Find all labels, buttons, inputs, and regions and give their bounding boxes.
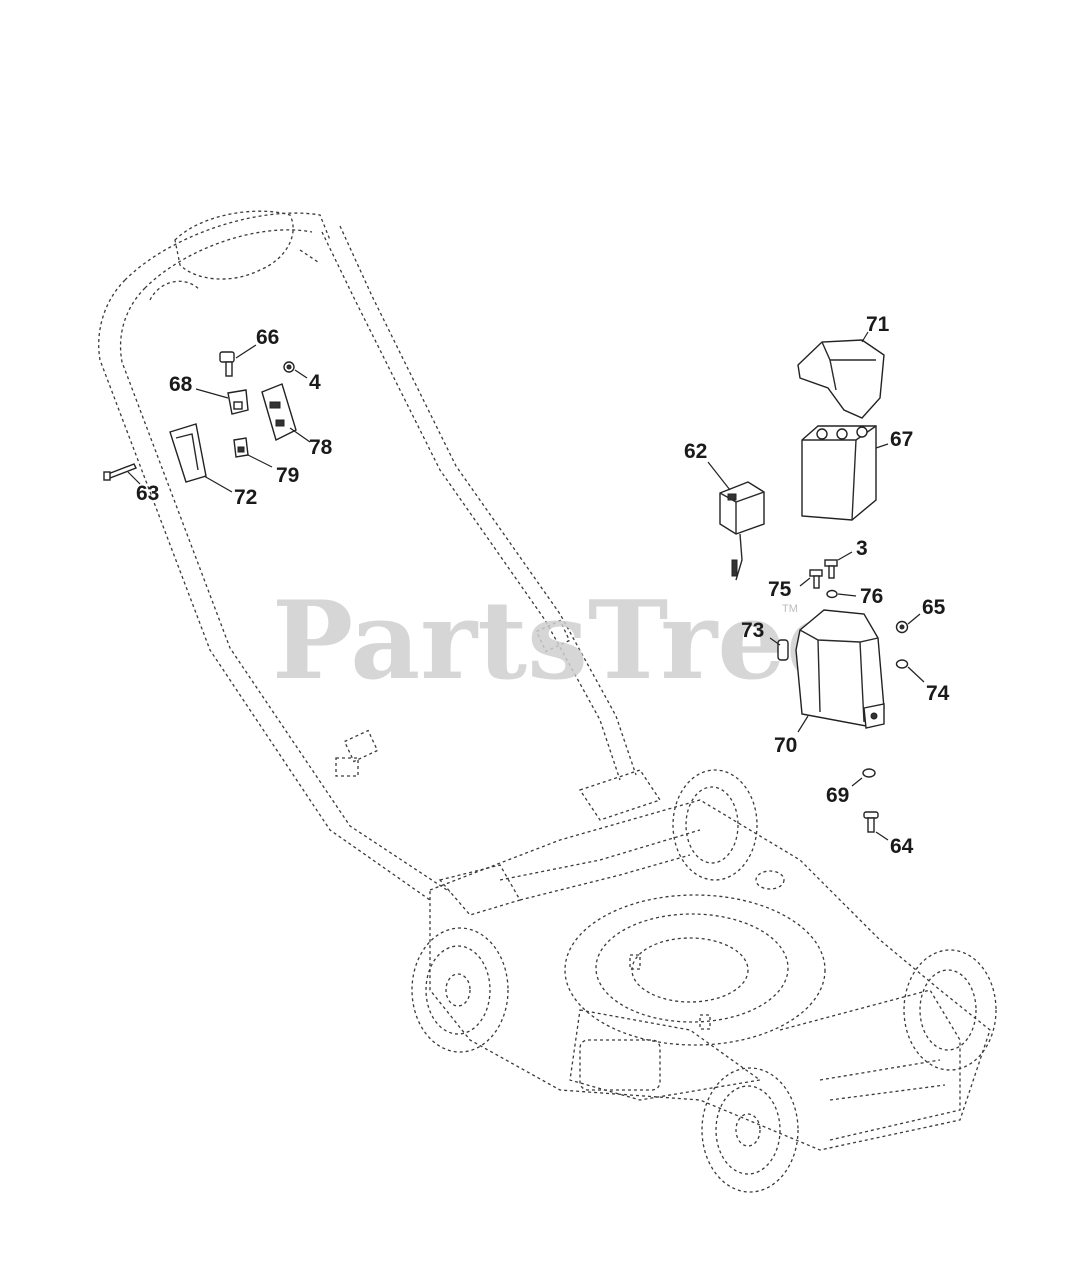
wheel-rear-left — [411, 927, 509, 1053]
callout-63: 63 — [136, 482, 159, 505]
watermark: PartsTree TM — [272, 578, 855, 704]
part-71-battery-cover — [797, 331, 885, 419]
callout-67: 67 — [890, 428, 913, 451]
part-62-charger — [707, 461, 765, 581]
watermark-text: PartsTree — [272, 578, 855, 704]
part-68-switch — [195, 388, 249, 415]
part-73-clip — [769, 637, 789, 661]
part-74-washer — [895, 659, 925, 683]
wheel-front-left — [701, 1067, 799, 1193]
part-4-nut — [283, 361, 308, 379]
part-72-bracket — [169, 423, 233, 493]
part-76-washer — [826, 589, 857, 599]
callout-71: 71 — [866, 313, 890, 336]
callout-69: 69 — [826, 784, 849, 807]
mower-handle — [98, 210, 637, 901]
part-66-key — [219, 344, 257, 377]
part-75-screw — [799, 569, 823, 589]
callout-62: 62 — [684, 440, 707, 463]
watermark-trademark: TM — [782, 603, 798, 615]
callout-65: 65 — [922, 596, 946, 619]
callout-78: 78 — [309, 436, 333, 459]
callout-76: 76 — [860, 585, 883, 608]
part-63-bolt — [103, 463, 141, 485]
callout-70: 70 — [774, 734, 797, 757]
callout-73: 73 — [741, 619, 764, 642]
callout-4: 4 — [309, 371, 321, 394]
part-69-washer — [851, 768, 876, 787]
wheel-front-right — [903, 949, 997, 1071]
wheel-rear-right — [672, 769, 758, 881]
part-70-battery-tray — [795, 609, 885, 733]
part-3-screw — [824, 551, 853, 579]
callout-66: 66 — [256, 326, 279, 349]
callout-74: 74 — [926, 682, 950, 705]
callout-68: 68 — [169, 373, 193, 396]
part-79-connector — [233, 437, 273, 468]
part-67-battery — [801, 425, 889, 521]
callout-3: 3 — [856, 537, 868, 560]
callout-64: 64 — [890, 835, 914, 858]
callout-75: 75 — [768, 578, 792, 601]
part-78-switch-housing — [261, 383, 311, 443]
callout-79: 79 — [276, 464, 299, 487]
callout-72: 72 — [234, 486, 257, 509]
part-64-bolt — [863, 811, 889, 841]
part-65-nut — [895, 613, 921, 634]
mower-deck — [429, 769, 991, 1151]
